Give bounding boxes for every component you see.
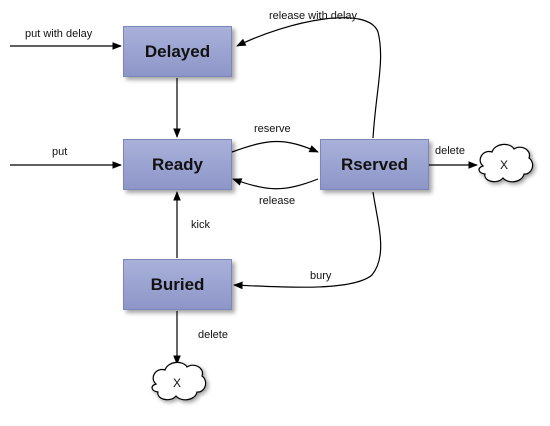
state-reserved: Rserved [320, 139, 429, 190]
edge-bury [233, 191, 382, 290]
terminal-bottom-label: X [173, 376, 182, 390]
terminal-right-label: X [500, 158, 509, 172]
edge-reserve [231, 140, 319, 153]
label-reserve: reserve [254, 123, 291, 135]
label-put-with-delay: put with delay [25, 28, 93, 40]
terminal-cloud-bottom [151, 361, 207, 401]
terminal-cloud-right [478, 143, 534, 183]
state-buried: Buried [123, 259, 232, 310]
label-release-with-delay: release with delay [269, 10, 358, 22]
label-delete-reserved: delete [435, 145, 465, 157]
label-kick: kick [191, 219, 210, 231]
state-delayed: Delayed [123, 26, 232, 77]
label-bury: bury [310, 270, 332, 282]
label-put: put [52, 146, 68, 158]
edge-release-with-delay [236, 17, 382, 139]
label-release: release [259, 195, 296, 207]
edge-release [232, 178, 319, 190]
state-ready: Ready [123, 139, 232, 190]
label-delete-buried: delete [198, 329, 228, 341]
